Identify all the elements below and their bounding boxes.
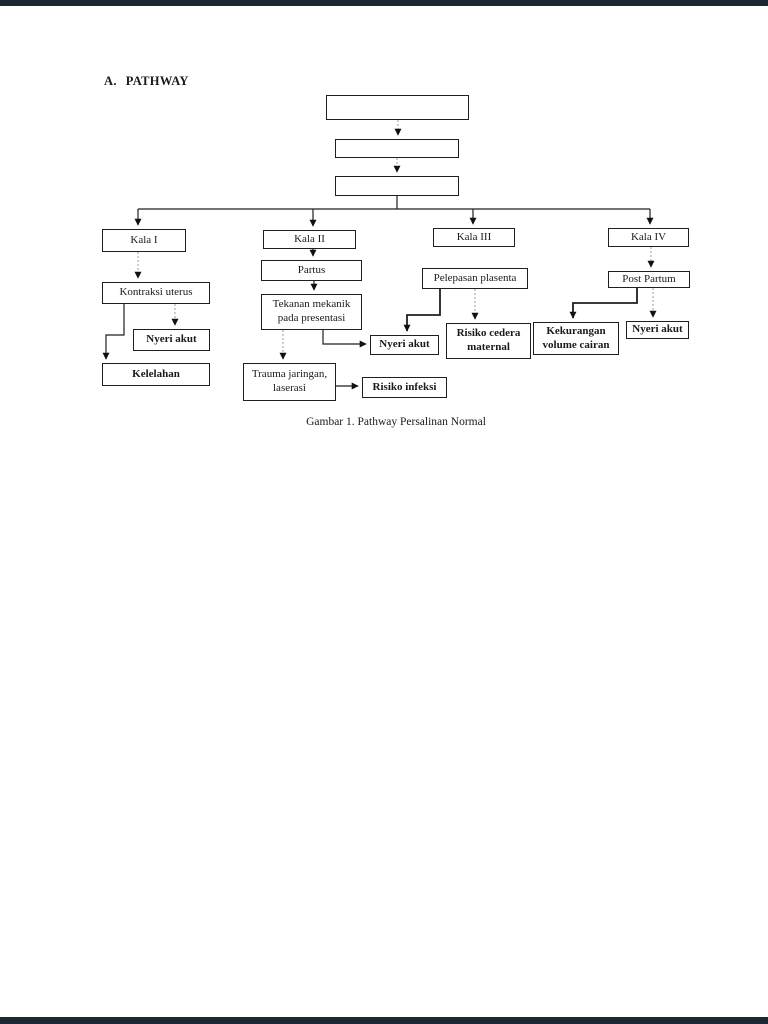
figure-caption: Gambar 1. Pathway Persalinan Normal xyxy=(306,416,486,428)
node-kekurangan-volume-label: Kekurangan volume cairan xyxy=(542,324,610,351)
node-risiko-cedera: Risiko cedera maternal xyxy=(446,323,531,359)
node-kala-i-label: Kala I xyxy=(130,233,158,246)
node-nyeri-akut-kala1-label: Nyeri akut xyxy=(146,333,197,346)
section-heading-title: PATHWAY xyxy=(125,74,189,88)
viewer-bottom-bar xyxy=(0,1017,768,1024)
node-kala-iv-label: Kala IV xyxy=(630,230,667,243)
empty-box-1 xyxy=(326,95,469,120)
node-kekurangan-volume: Kekurangan volume cairan xyxy=(533,322,619,355)
node-risiko-cedera-label: Risiko cedera maternal xyxy=(456,327,521,353)
node-trauma-jaringan: Trauma jaringan, laserasi xyxy=(243,363,336,401)
viewer-top-bar xyxy=(0,0,768,6)
node-nyeri-akut-kala1: Nyeri akut xyxy=(133,329,210,351)
empty-box-3 xyxy=(335,176,459,196)
node-kala-iii-label: Kala III xyxy=(456,230,492,243)
section-heading-number: A. xyxy=(104,74,117,88)
empty-box-2 xyxy=(335,139,459,158)
node-nyeri-akut-kala4-label: Nyeri akut xyxy=(632,323,683,336)
node-pelepasan-plasenta: Pelepasan plasenta xyxy=(422,268,528,289)
node-kelelahan-label: Kelelahan xyxy=(132,367,180,380)
node-kala-ii: Kala II xyxy=(263,230,356,249)
node-risiko-infeksi: Risiko infeksi xyxy=(362,377,447,398)
node-nyeri-akut-kala2: Nyeri akut xyxy=(370,335,439,355)
node-partus-label: Partus xyxy=(297,263,326,276)
node-kala-iv: Kala IV xyxy=(608,228,689,247)
node-trauma-jaringan-label: Trauma jaringan, laserasi xyxy=(251,368,328,394)
node-post-partum-label: Post Partum xyxy=(622,272,676,285)
node-kala-ii-label: Kala II xyxy=(294,232,325,245)
node-kontraksi-uterus-label: Kontraksi uterus xyxy=(119,286,193,299)
node-pelepasan-plasenta-label: Pelepasan plasenta xyxy=(433,271,517,284)
node-tekanan-mekanik: Tekanan mekanik pada presentasi xyxy=(261,294,362,330)
node-risiko-infeksi-label: Risiko infeksi xyxy=(372,380,437,393)
node-kelelahan: Kelelahan xyxy=(102,363,210,386)
node-tekanan-mekanik-label: Tekanan mekanik pada presentasi xyxy=(272,298,351,324)
node-post-partum: Post Partum xyxy=(608,271,690,288)
section-heading: A. PATHWAY xyxy=(104,74,189,89)
node-partus: Partus xyxy=(261,260,362,281)
node-nyeri-akut-kala2-label: Nyeri akut xyxy=(379,338,430,351)
node-nyeri-akut-kala4: Nyeri akut xyxy=(626,321,689,339)
node-kala-iii: Kala III xyxy=(433,228,515,247)
node-kontraksi-uterus: Kontraksi uterus xyxy=(102,282,210,304)
node-kala-i: Kala I xyxy=(102,229,186,252)
